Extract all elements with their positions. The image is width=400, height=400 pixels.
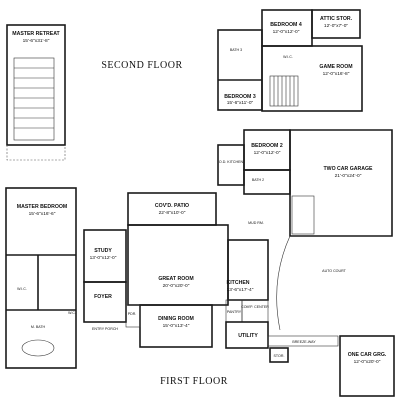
- one-car-dims: 12'-0"x20'-0": [354, 359, 381, 365]
- od-kitchen-walls: [217, 144, 245, 186]
- bedroom3-label: BEDROOM 3: [224, 94, 256, 100]
- bath-bed3-walls: [217, 29, 263, 111]
- comp-center-label: COM'P. CENTER: [241, 305, 269, 309]
- bedroom3-dims: 15'-6"x11'-0": [227, 100, 254, 106]
- bedroom2-walls: [243, 129, 291, 171]
- dining-dims: 15'-0"x13'-4": [163, 323, 190, 329]
- great-room-dims: 20'-0"x20'-0": [163, 283, 190, 289]
- auto-court-label: AUTO COURT: [322, 269, 346, 273]
- bathtub: [21, 339, 55, 357]
- stor-walls: [269, 347, 289, 363]
- od-kitchen-label: O.D. KITCHEN: [219, 160, 244, 164]
- wic2-label: W.I.C.: [283, 55, 293, 59]
- garage-walls: [289, 129, 393, 237]
- master-bedroom-label: MASTER BEDROOM: [17, 204, 67, 210]
- study-label: STUDY: [94, 248, 112, 254]
- pantry-label: PANTRY: [227, 310, 242, 314]
- attic-dims: 12'-0"x7'-0": [324, 23, 348, 29]
- study-dims: 13'-0"x12'-0": [90, 255, 117, 261]
- utility-walls: [225, 321, 269, 349]
- second-floor: MASTER RETREAT 15'-6"x31'-8" BEDROOM 4 1…: [6, 9, 363, 161]
- wc-label: W.C.: [68, 311, 76, 315]
- m-bath-label: M. BATH: [31, 325, 46, 329]
- breezeway-walls: [267, 335, 339, 347]
- master-retreat-stair-treads: [14, 67, 54, 129]
- foyer-walls: [83, 281, 127, 323]
- first-floor-title: FIRST FLOOR: [160, 376, 228, 387]
- master-retreat-stair: [13, 57, 55, 141]
- game-room-label: GAME ROOM: [319, 64, 352, 70]
- bath3-label: BATH 3: [230, 48, 242, 52]
- game-room-walls: [261, 45, 363, 112]
- pdr-walls: [125, 304, 141, 328]
- bedroom4-dims: 12'-0"x12'-0": [273, 29, 300, 35]
- game-room-dims: 12'-0"x16'-8": [323, 71, 350, 77]
- master-retreat-walls: [6, 24, 66, 146]
- utility-label: UTILITY: [238, 333, 258, 339]
- master-retreat-label: MASTER RETREAT: [12, 31, 60, 37]
- foyer-label: FOYER: [94, 294, 112, 300]
- patio-walls: [127, 192, 217, 226]
- bedroom2-dims: 12'-0"x12'-0": [254, 150, 281, 156]
- garage-label: TWO CAR GARAGE: [324, 166, 374, 172]
- patio-dims: 22'-8"x10'-0": [159, 210, 186, 216]
- retreat-dashed-outline: [6, 145, 66, 161]
- master-retreat-dims: 15'-6"x31'-8": [23, 38, 50, 44]
- garage-dims: 21'-0"x24'-0": [335, 173, 362, 179]
- attic-walls: [311, 9, 361, 39]
- attic-label: ATTIC STOR.: [320, 16, 353, 22]
- comp-center-walls: [241, 299, 269, 323]
- first-floor: MASTER BEDROOM 15'-6"x16'-6" W.I.C. M. B…: [5, 129, 395, 397]
- second-floor-stair: [269, 75, 299, 107]
- garage-stair: [291, 195, 315, 235]
- wic-label: W.I.C.: [17, 287, 27, 291]
- bedroom4-walls: [261, 9, 313, 47]
- pdr-label: PDR.: [128, 312, 137, 316]
- kitchen-label: KITCHEN: [226, 280, 249, 286]
- great-room-label: GREAT ROOM: [158, 276, 193, 282]
- master-wing-walls: [5, 187, 77, 369]
- second-floor-stair-treads: [273, 76, 295, 106]
- bath2-label: BATH 2: [252, 178, 264, 182]
- one-car-walls: [339, 335, 395, 397]
- stor-label: STOR.: [274, 354, 285, 358]
- dining-label: DINING ROOM: [158, 316, 194, 322]
- entry-porch-label: ENTRY PORCH: [92, 327, 118, 331]
- second-floor-title: SECOND FLOOR: [101, 60, 182, 71]
- auto-court-curve: [276, 235, 291, 331]
- mud-rm-label: MUD RM.: [248, 221, 264, 225]
- patio-label: COV'D. PATIO: [155, 203, 189, 209]
- bedroom4-label: BEDROOM 4: [270, 22, 302, 28]
- great-room-walls: [127, 224, 229, 306]
- bath2-walls: [243, 169, 291, 195]
- master-bedroom-dims: 15'-6"x16'-6": [29, 211, 56, 217]
- breezeway-label: BREEZE-WAY: [292, 340, 316, 344]
- one-car-label: ONE CAR GRG.: [348, 352, 387, 358]
- kitchen-dims: 13'-6"x17'-4": [227, 287, 254, 293]
- bedroom2-label: BEDROOM 2: [251, 143, 283, 149]
